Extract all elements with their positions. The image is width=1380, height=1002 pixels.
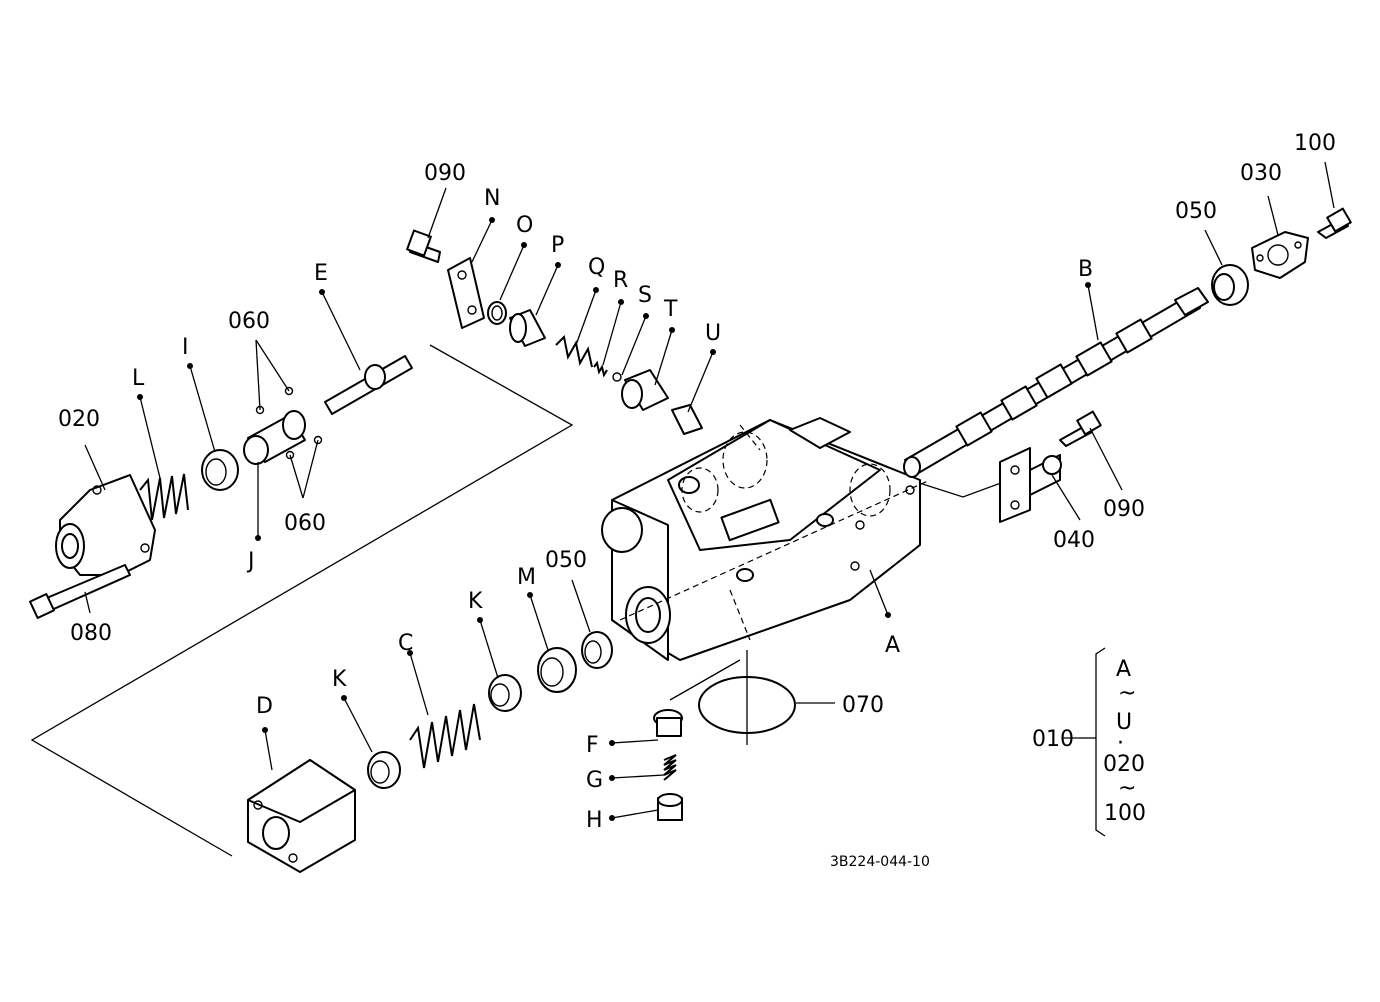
assembly-bracket [1080,647,1106,837]
leader-lines [84,161,1335,819]
label-050-right: 050 [1175,199,1217,224]
lower-valve-group [247,631,613,873]
part-labels: 090 N O P Q R S T U E 060 I L 020 J 060 … [58,131,1336,833]
assembly-note-main: 010 [1032,727,1074,752]
label-j: J [246,549,255,574]
spool-b [903,287,1209,478]
drawing-code: 3B224-044-10 [830,854,930,870]
label-u: U [705,321,721,346]
label-g: G [586,768,603,793]
label-h: H [586,808,603,833]
assembly-note-020: 020 [1103,752,1145,777]
label-n: N [484,186,500,211]
bracket-040 [999,447,1062,523]
label-l: L [132,366,145,391]
label-q: Q [588,255,605,280]
label-a: A [885,633,900,658]
label-k-lower: K [332,667,347,692]
cover-plate-030 [1251,231,1309,279]
label-e: E [314,261,328,286]
label-o: O [516,213,533,238]
label-090-upper: 090 [424,161,466,186]
label-s: S [638,283,652,308]
label-060-lower: 060 [284,511,326,536]
label-100: 100 [1294,131,1336,156]
upper-valve-group [406,229,703,435]
label-050-lower: 050 [545,548,587,573]
label-k-upper: K [468,589,483,614]
label-t: T [663,297,678,322]
assembly-note-a: A [1116,657,1131,682]
label-070: 070 [842,693,884,718]
valve-body-a [601,417,931,661]
assembly-outline-lines [30,344,1021,857]
assembly-note-bullet: · [1117,731,1124,756]
left-valve-group [29,355,413,619]
assembly-note-tilde-1: ~ [1118,681,1136,706]
label-030: 030 [1240,161,1282,186]
assembly-note-u: U [1116,710,1132,735]
assembly-note-tilde-2: ~ [1118,776,1136,801]
seal-050-right [1211,264,1249,306]
label-b: B [1078,257,1093,282]
label-r: R [613,268,628,293]
bolt-100 [1317,207,1352,239]
relief-valve-group [653,650,796,821]
assembly-note: 010 A ~ U · 020 ~ 100 [1032,657,1146,826]
label-p: P [551,233,564,258]
label-080: 080 [70,621,112,646]
label-060-upper: 060 [228,309,270,334]
assembly-note-100: 100 [1104,801,1146,826]
leader-dots [137,217,1091,821]
label-f: F [586,733,599,758]
label-020: 020 [58,407,100,432]
label-d: D [256,694,273,719]
label-i: I [182,335,189,360]
label-090-right: 090 [1103,497,1145,522]
label-040: 040 [1053,528,1095,553]
bolt-090-right [1059,410,1102,447]
label-m: M [517,565,536,590]
label-c: C [398,631,413,656]
